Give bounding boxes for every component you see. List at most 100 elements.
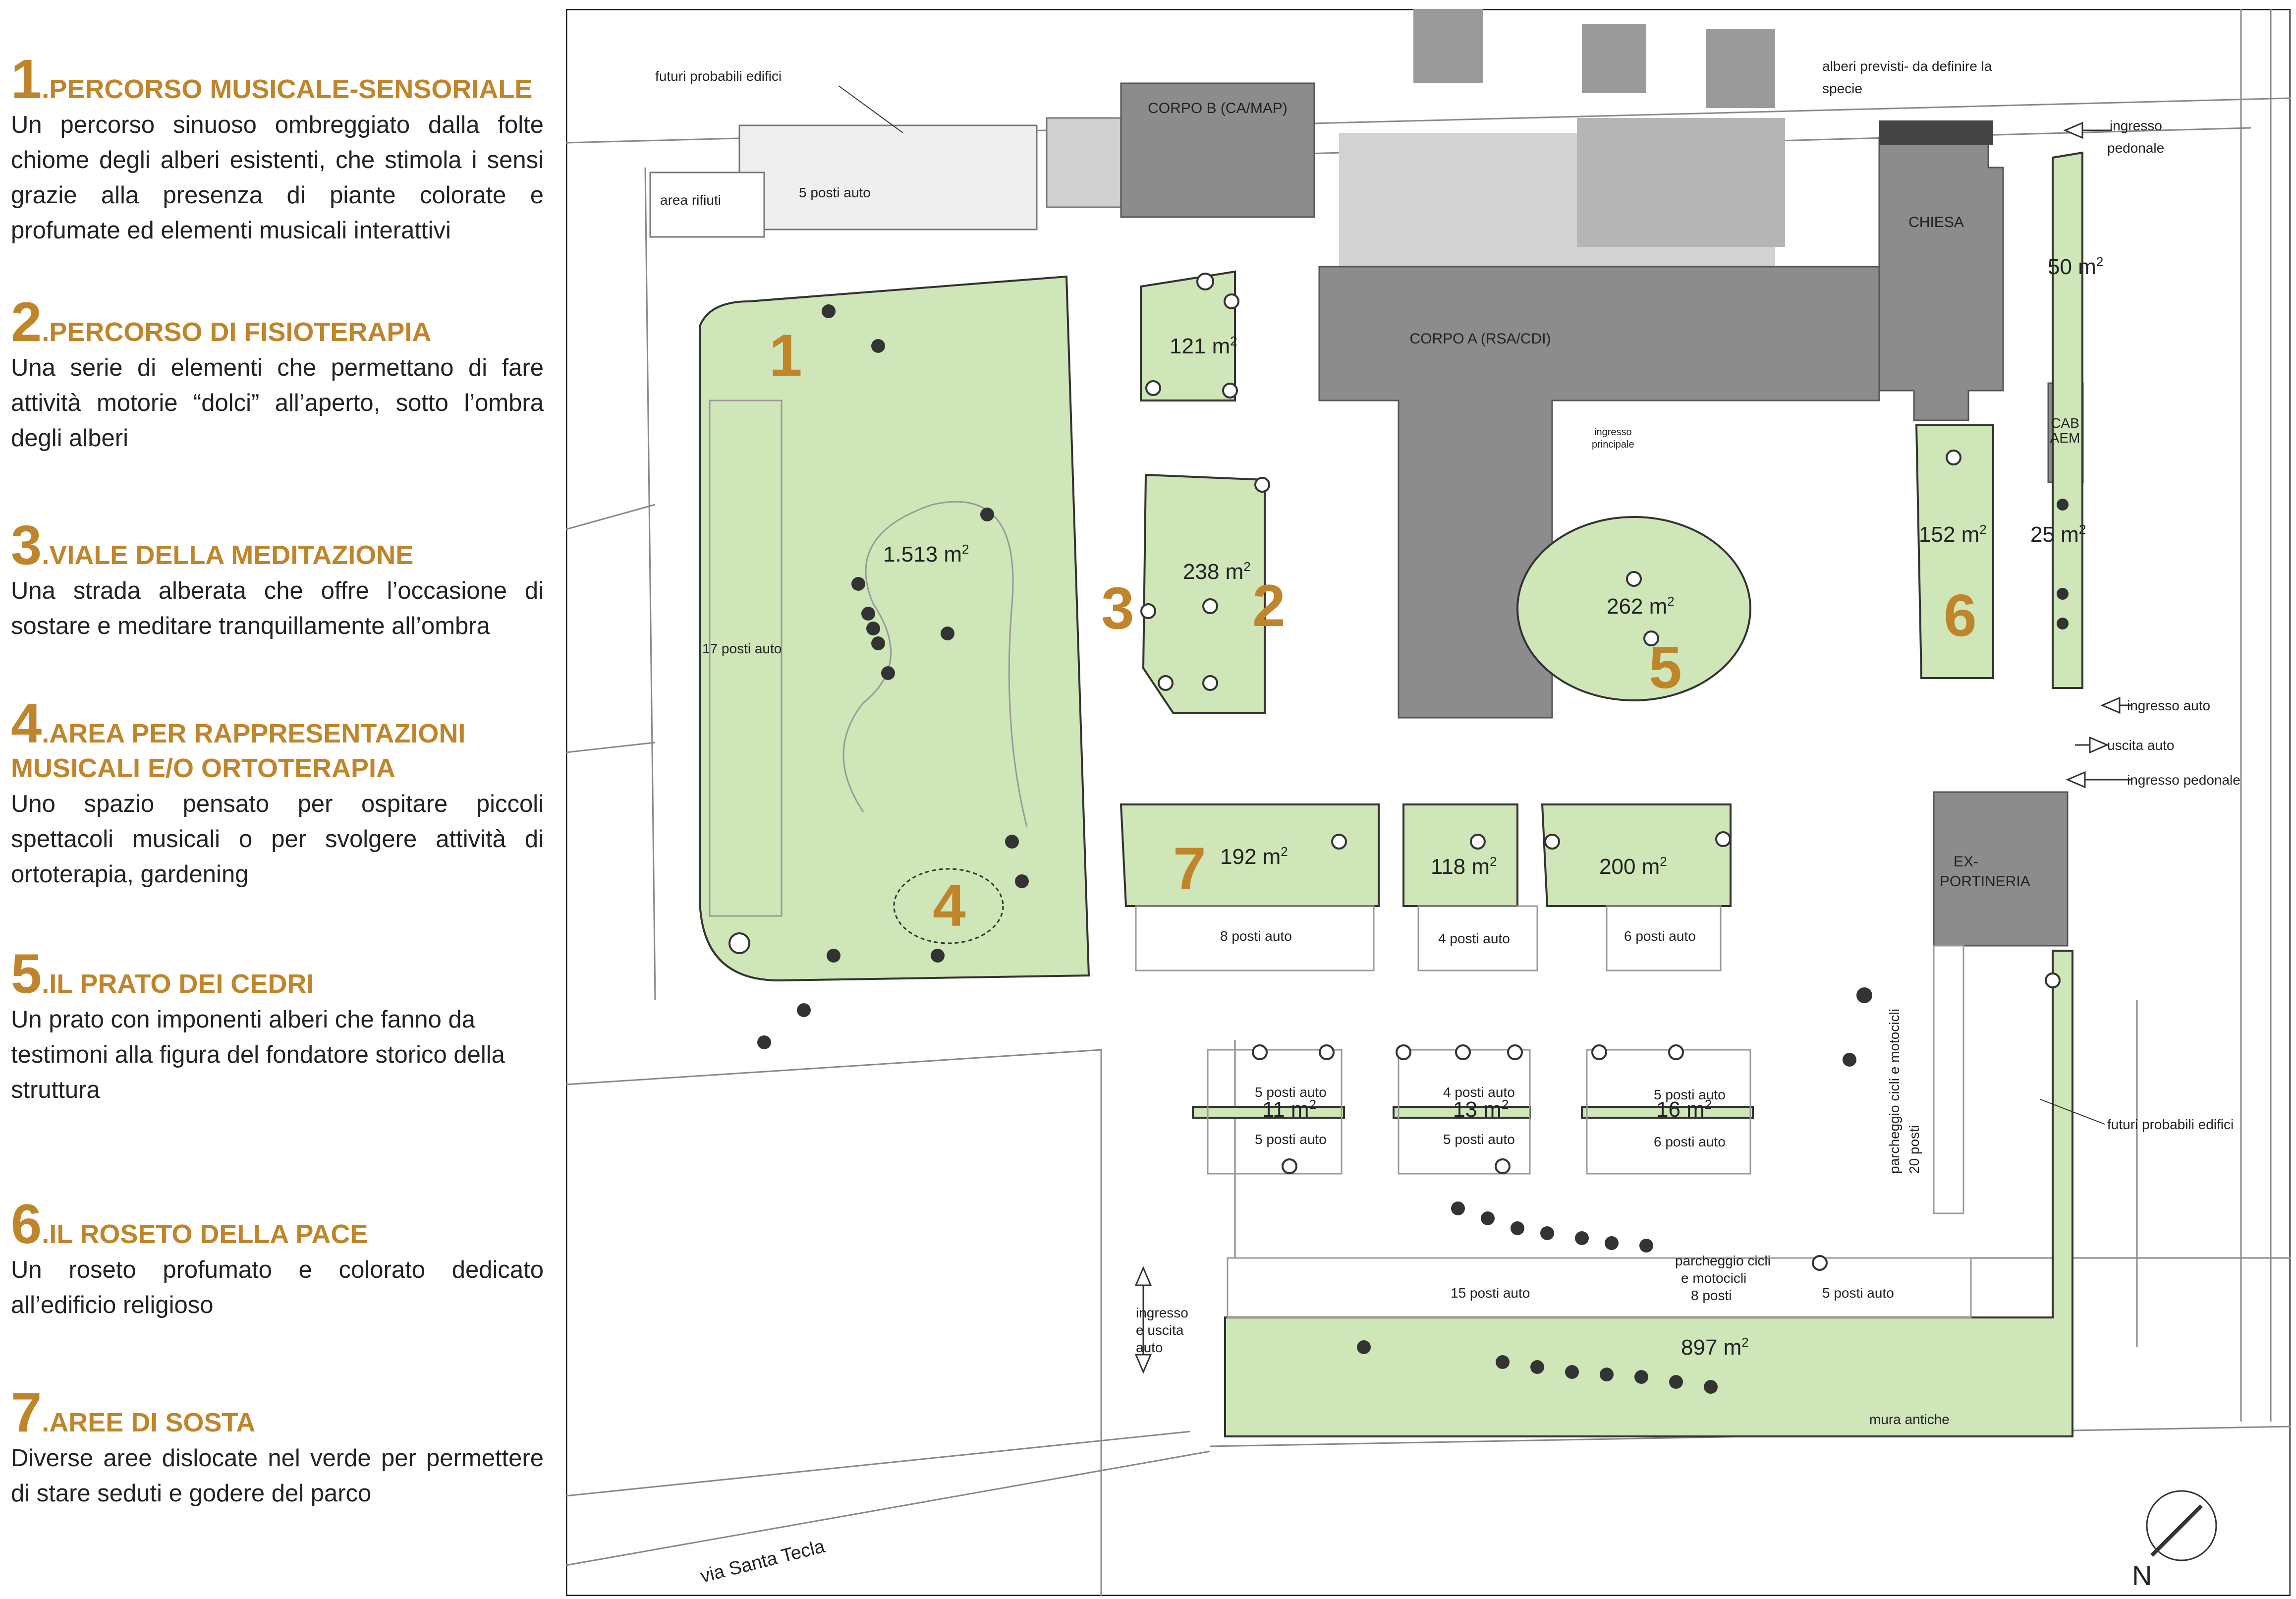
area-label-25: 25 m2 xyxy=(2030,522,2086,547)
building-context-3 xyxy=(1706,29,1775,108)
label-mura-antiche: mura antiche xyxy=(1869,1412,1950,1427)
green-area-200 xyxy=(1541,803,1732,907)
label-futuri-top: futuri probabili edifici xyxy=(655,68,782,84)
legend-desc-1: Un percorso sinuoso ombreggiato dalla fo… xyxy=(11,112,544,244)
label-corpo-a: CORPO A (RSA/CDI) xyxy=(1409,331,1551,347)
legend-title-4: 4.AREA PER RAPPRESENTAZIONI xyxy=(11,692,466,754)
green-strip-11 xyxy=(1192,1106,1345,1119)
label-p5b: 5 posti auto xyxy=(1255,1132,1327,1147)
label-4-posti: 4 posti auto xyxy=(1438,931,1510,946)
area-label-11: 11 m2 xyxy=(1262,1097,1316,1122)
label-cicli-8-1: parcheggio cicli xyxy=(1675,1253,1771,1268)
area-label-152: 152 m2 xyxy=(1919,522,1987,547)
trees xyxy=(757,304,2069,1394)
legend-desc-6: Un roseto profumato e colorato dedicato … xyxy=(11,1256,544,1318)
legend-desc-2: Una serie di elementi che permettano di … xyxy=(11,354,544,452)
area-label-118: 118 m2 xyxy=(1431,854,1497,879)
label-15-posti: 15 posti auto xyxy=(1451,1285,1530,1301)
zone-number-3: 3 xyxy=(1101,575,1134,641)
legend-title-1: 1.PERCORSO MUSICALE-SENSORIALE xyxy=(11,48,533,110)
label-north: N xyxy=(2132,1560,2152,1591)
label-cab: CAB xyxy=(2051,415,2079,431)
building-context-2 xyxy=(1582,24,1646,93)
label-ingresso-ped-2: pedonale xyxy=(2107,140,2164,156)
green-area-192 xyxy=(1120,803,1380,907)
entry-arrows xyxy=(1134,121,2132,1374)
label-chiesa: CHIESA xyxy=(1908,214,1964,230)
label-p4a: 4 posti auto xyxy=(1443,1085,1515,1100)
legend-desc-5a: Un prato con imponenti alberi che fanno … xyxy=(11,1006,476,1033)
label-aem: AEM xyxy=(2050,430,2080,446)
green-area-238 xyxy=(1142,473,1266,714)
legend-item-4: 4.AREA PER RAPPRESENTAZIONI MUSICALI E/O… xyxy=(11,692,544,892)
label-ex: EX- xyxy=(1954,854,1978,870)
label-5-posti-bottom: 5 posti auto xyxy=(1822,1285,1894,1301)
green-area-50 xyxy=(2052,151,2083,689)
zone-numbers: 1 2 3 4 5 6 7 xyxy=(769,322,1977,939)
label-cicli-vertical-1: parcheggio cicli e motocicli xyxy=(1887,1009,1902,1174)
legend-item-1: 1.PERCORSO MUSICALE-SENSORIALE Un percor… xyxy=(11,48,544,248)
area-label-121: 121 m2 xyxy=(1170,334,1237,358)
area-label-50: 50 m2 xyxy=(2048,254,2103,279)
legend-title-5: 5.IL PRATO DEI CEDRI xyxy=(11,943,314,1005)
area-label-1513: 1.513 m2 xyxy=(883,542,969,567)
legend-desc-4: Uno spazio pensato per ospitare piccoli … xyxy=(11,791,544,888)
label-ingresso-uscita-2: e uscita xyxy=(1136,1322,1184,1338)
green-area-262 xyxy=(1516,516,1751,701)
hatched-futuri-edifici-top xyxy=(738,124,1038,230)
label-5-posti-top: 5 posti auto xyxy=(799,185,871,200)
legend-desc-5c: struttura xyxy=(11,1077,100,1103)
legend-title-4-line2: MUSICALI E/O ORTOTERAPIA xyxy=(11,753,396,783)
building-corpo-b xyxy=(1120,82,1315,218)
legend-item-7: 7.AREE DI SOSTA Diverse aree dislocate n… xyxy=(11,1381,544,1511)
zone-number-2: 2 xyxy=(1252,572,1286,639)
building-chiesa xyxy=(1878,137,2004,421)
label-p6a: 6 posti auto xyxy=(1654,1134,1726,1149)
legend-desc-7: Diverse aree dislocate nel verde per per… xyxy=(11,1445,544,1507)
area-label-200: 200 m2 xyxy=(1599,854,1667,879)
label-area-rifiuti: area rifiuti xyxy=(660,192,721,208)
area-4-circle xyxy=(893,868,1004,944)
green-areas xyxy=(699,151,2083,1437)
label-alberi-2: specie xyxy=(1822,81,1862,96)
label-ingresso-principale-2: principale xyxy=(1592,439,1634,450)
legend-title-2: 2.PERCORSO DI FISIOTERAPIA xyxy=(11,291,432,353)
legend-item-2: 2.PERCORSO DI FISIOTERAPIA Una serie di … xyxy=(11,291,544,456)
area-label-897: 897 m2 xyxy=(1681,1335,1749,1360)
label-ingresso-ped-1: ingresso xyxy=(2110,118,2162,133)
label-uscita-auto: uscita auto xyxy=(2107,738,2174,753)
building-context-1 xyxy=(1413,9,1483,83)
legend-title-3: 3.VIALE DELLA MEDITAZIONE xyxy=(11,514,414,576)
label-cicli-8-2: e motocicli xyxy=(1681,1270,1746,1286)
area-label-262: 262 m2 xyxy=(1607,594,1675,619)
label-ingresso-uscita-3: auto xyxy=(1136,1340,1163,1355)
label-p5d: 5 posti auto xyxy=(1654,1087,1726,1102)
label-cicli-vertical-2: 20 posti xyxy=(1906,1125,1922,1174)
parking-stalls xyxy=(709,400,1972,1318)
area-label-192: 192 m2 xyxy=(1220,844,1288,869)
area-rifiuti-box xyxy=(649,171,765,238)
label-ingresso-uscita-1: ingresso xyxy=(1136,1305,1188,1320)
label-ingresso-principale-1: ingresso xyxy=(1594,427,1632,438)
label-6-posti: 6 posti auto xyxy=(1624,928,1696,944)
label-cicli-8-3: 8 posti xyxy=(1691,1288,1732,1303)
legend-item-3: 3.VIALE DELLA MEDITAZIONE Una strada alb… xyxy=(11,514,544,644)
legend-title-7: 7.AREE DI SOSTA xyxy=(11,1381,256,1443)
legend-item-6: 6.IL ROSETO DELLA PACE Un roseto profuma… xyxy=(11,1193,544,1323)
green-area-1 xyxy=(699,275,1090,982)
green-area-152 xyxy=(1915,424,1994,679)
green-area-897 xyxy=(1224,950,2073,1437)
label-portineria: PORTINERIA xyxy=(1940,873,2030,890)
label-futuri-right: futuri probabili edifici xyxy=(2107,1117,2234,1132)
tree-symbols xyxy=(728,273,2061,1271)
site-plan: CORPO B (CA/MAP) CORPO A (RSA/CDI) CHIES… xyxy=(566,9,2291,1596)
building-ex-portineria xyxy=(1933,791,2069,947)
legend-panel: 1.PERCORSO MUSICALE-SENSORIALE Un percor… xyxy=(0,0,555,1599)
legend-desc-5b: testimoni alla figura del fondatore stor… xyxy=(11,1041,505,1068)
legend-title-6: 6.IL ROSETO DELLA PACE xyxy=(11,1193,368,1255)
zone-number-7: 7 xyxy=(1173,835,1206,902)
area-label-16: 16 m2 xyxy=(1656,1097,1712,1122)
label-corpo-b: CORPO B (CA/MAP) xyxy=(1148,100,1288,116)
winding-path xyxy=(842,501,1028,827)
building-context-5 xyxy=(1577,118,1785,247)
